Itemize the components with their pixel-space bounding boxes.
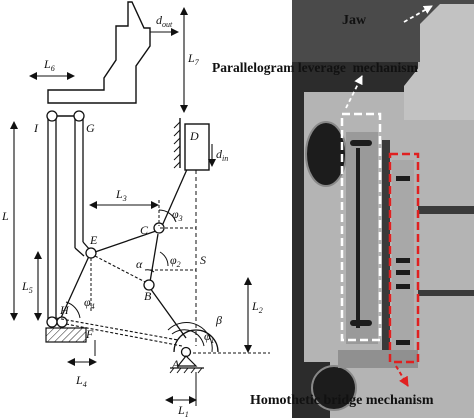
label-point-d: D xyxy=(189,129,199,143)
link-ef-3 xyxy=(74,247,85,257)
joint-g xyxy=(73,110,85,122)
wall-hatch-d xyxy=(173,121,181,169)
label-jaw: Jaw xyxy=(342,13,367,28)
joint-b xyxy=(143,279,155,291)
label-point-h: H xyxy=(59,303,70,317)
box-d xyxy=(184,123,210,171)
photo-slot-inner xyxy=(356,148,360,328)
label-beta: β xyxy=(215,313,222,327)
link-ha xyxy=(55,317,179,341)
label-point-g: G xyxy=(86,121,95,135)
photo-metal-jaw xyxy=(404,4,474,120)
label-d-in: din xyxy=(216,147,228,163)
photo-hole-top xyxy=(305,121,347,187)
label-l7: L7 xyxy=(187,51,200,67)
label-l2: L2 xyxy=(251,299,263,315)
angle-arc-alpha xyxy=(144,269,155,273)
link-cb xyxy=(149,233,159,283)
label-l: L xyxy=(1,209,9,223)
photo-slot-left xyxy=(346,132,378,344)
label-point-c: C xyxy=(140,223,149,237)
arrow-parallelogram xyxy=(345,75,363,109)
label-phi4: φ4 xyxy=(84,295,95,311)
angle-arc-phi4 xyxy=(65,301,81,319)
link-ba xyxy=(149,287,187,339)
link-ef xyxy=(59,253,91,321)
device-photo: Jaw Parallelogram leverage mechanism Hom… xyxy=(212,0,474,418)
label-point-e: E xyxy=(89,233,98,247)
link-ec xyxy=(94,230,157,253)
ground-support-a xyxy=(176,355,198,367)
photo-hole-bottom xyxy=(311,365,357,411)
angle-arc-phi2 xyxy=(159,251,169,267)
photo-notch-3 xyxy=(396,270,410,275)
photo-notch-5 xyxy=(396,340,410,345)
angle-arc-phi3 xyxy=(158,209,177,223)
jaw-outline xyxy=(47,1,151,104)
photo-right-channel-2 xyxy=(418,290,474,296)
photo-gap xyxy=(382,140,390,360)
arrow-homothetic xyxy=(395,365,409,387)
kinematic-schematic: I G D C E B H F A L6 L7 L L5 L3 L2 L4 L1… xyxy=(1,1,270,418)
label-l5: L5 xyxy=(21,279,33,295)
parallelogram-highlight-box xyxy=(340,112,382,342)
ground-arc-a xyxy=(173,329,219,353)
label-parallelogram: Parallelogram leverage mechanism xyxy=(212,60,419,75)
label-point-a: A xyxy=(171,357,180,371)
label-d-out: dout xyxy=(156,13,173,29)
angle-arc-beta xyxy=(167,322,213,353)
photo-notch-7 xyxy=(350,320,372,326)
photo-notch-2 xyxy=(396,258,410,263)
angle-arc-phi1 xyxy=(171,329,205,347)
label-l3: L3 xyxy=(115,187,127,203)
arrow-jaw xyxy=(403,5,433,23)
photo-notch-1 xyxy=(396,176,410,181)
label-phi3: φ3 xyxy=(172,207,183,223)
ground-block-left xyxy=(45,327,87,343)
label-l6: L6 xyxy=(43,57,55,73)
photo-notch-4 xyxy=(396,284,410,289)
label-phi1: φ1 xyxy=(204,329,215,345)
label-alpha: α xyxy=(136,257,143,271)
homothetic-highlight-box xyxy=(388,152,420,364)
joint-e xyxy=(85,247,97,259)
label-phi2: φ2 xyxy=(170,253,181,269)
photo-notch-6 xyxy=(350,140,372,146)
label-l1: L1 xyxy=(177,403,189,418)
label-point-i: I xyxy=(33,121,39,135)
joint-f xyxy=(56,316,68,328)
label-point-b: B xyxy=(144,289,152,303)
joint-h xyxy=(46,316,58,328)
label-s: S xyxy=(200,253,206,267)
photo-right-channel xyxy=(418,206,474,214)
ground-hatch-a xyxy=(169,367,203,374)
photo-base xyxy=(338,350,418,368)
label-l4: L4 xyxy=(75,373,87,389)
label-homothetic: Homothetic bridge mechanism xyxy=(250,393,434,408)
joint-a xyxy=(180,346,192,358)
label-point-f: F xyxy=(85,327,94,341)
joint-i xyxy=(46,110,58,122)
